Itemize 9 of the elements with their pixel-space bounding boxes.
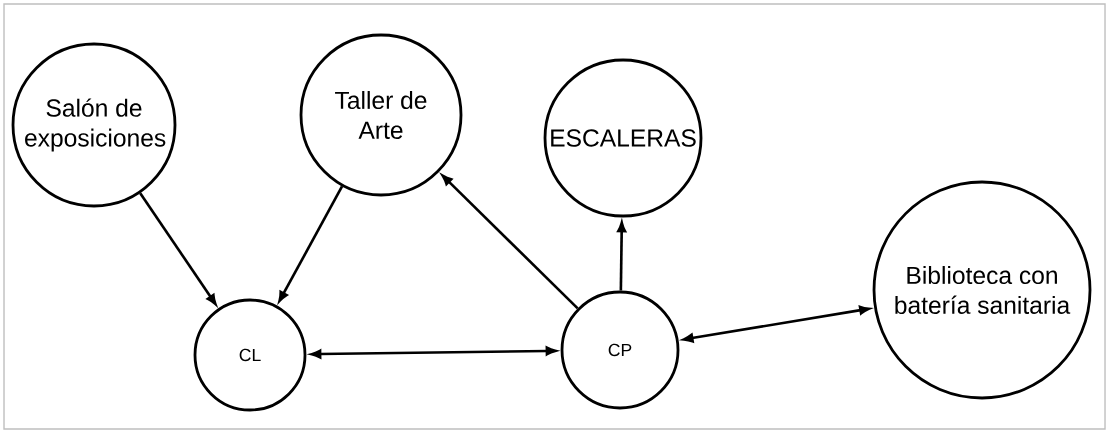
circle-node: Salón de exposiciones — [11, 42, 177, 208]
circle-node: ESCALERAS — [543, 58, 703, 218]
circle-node: CL — [193, 298, 307, 412]
circle-node: Biblioteca con batería sanitaria — [872, 180, 1092, 400]
arrow — [441, 174, 579, 310]
arrow — [310, 346, 557, 359]
arrow — [139, 192, 217, 306]
circle-node: CP — [560, 290, 680, 410]
circle-node: Taller de Arte — [299, 33, 463, 197]
